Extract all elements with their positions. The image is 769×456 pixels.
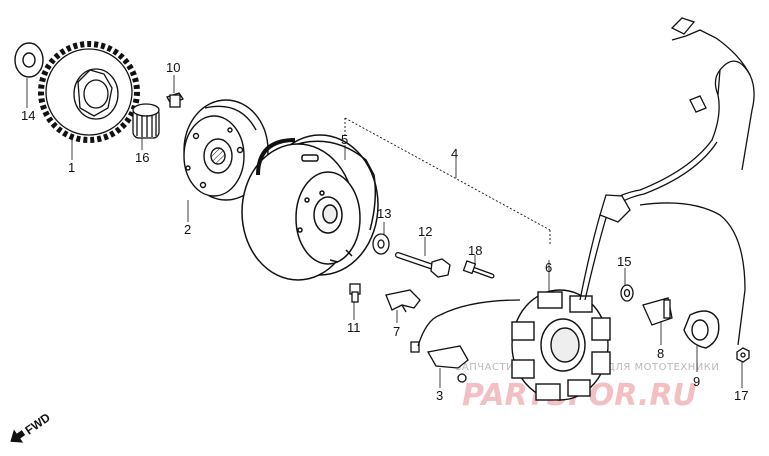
callout-4: 4 bbox=[451, 146, 458, 161]
stator-part bbox=[511, 289, 611, 401]
callout-13: 13 bbox=[377, 206, 391, 221]
starter-clutch-part bbox=[183, 99, 269, 201]
pulse-generator-part bbox=[410, 299, 521, 383]
callout-6: 6 bbox=[545, 260, 552, 275]
washer-part bbox=[14, 42, 44, 78]
bolt-11-part bbox=[349, 283, 361, 303]
needle-bearing-part bbox=[132, 103, 160, 139]
fwd-label: FWD bbox=[22, 410, 53, 437]
callout-7: 7 bbox=[393, 324, 400, 339]
callout-16: 16 bbox=[135, 150, 149, 165]
clamp-7-part bbox=[385, 289, 421, 313]
callout-9: 9 bbox=[693, 374, 700, 389]
washer-13-part bbox=[372, 233, 390, 255]
callout-17: 17 bbox=[734, 388, 748, 403]
starter-gear-part bbox=[38, 41, 140, 143]
callout-18: 18 bbox=[468, 243, 482, 258]
grommet-15-part bbox=[620, 284, 634, 302]
callout-14: 14 bbox=[21, 108, 35, 123]
forward-arrow-icon bbox=[10, 429, 26, 443]
bolt-18-part bbox=[462, 260, 495, 279]
callout-10: 10 bbox=[166, 60, 180, 75]
callout-8: 8 bbox=[657, 346, 664, 361]
callout-1: 1 bbox=[68, 160, 75, 175]
callout-2: 2 bbox=[184, 222, 191, 237]
switch-cover-9-part bbox=[683, 310, 720, 349]
callout-5: 5 bbox=[341, 132, 348, 147]
leader-lines bbox=[26, 75, 743, 388]
flange-bolt-12-part bbox=[395, 252, 451, 278]
neutral-switch-8-part bbox=[642, 297, 673, 326]
nut-17-part bbox=[736, 347, 750, 363]
callout-11: 11 bbox=[347, 320, 361, 335]
bolt-10-part bbox=[166, 92, 184, 108]
flywheel-part bbox=[241, 134, 379, 281]
forward-direction-indicator: FWD bbox=[10, 410, 53, 443]
wiring-harness bbox=[579, 17, 755, 346]
callout-3: 3 bbox=[436, 388, 443, 403]
callout-15: 15 bbox=[617, 254, 631, 269]
group-bracket-4 bbox=[344, 117, 551, 245]
callout-12: 12 bbox=[418, 224, 432, 239]
